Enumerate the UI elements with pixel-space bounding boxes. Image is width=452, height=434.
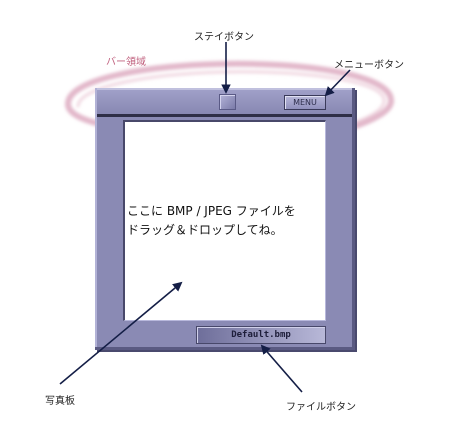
- callout-menu-button: メニューボタン: [334, 60, 404, 71]
- frame-shadow-bottom: [95, 347, 355, 350]
- file-button[interactable]: Default.bmp: [196, 326, 326, 344]
- callout-file-button: ファイルボタン: [286, 402, 356, 413]
- photo-board[interactable]: ここに BMP / JPEG ファイルを ドラッグ＆ドロップしてね。: [123, 120, 326, 321]
- arrow-menu-button: [324, 69, 351, 97]
- stay-button[interactable]: [219, 94, 236, 110]
- arrow-photo-board: [59, 281, 183, 385]
- arrow-file-button: [260, 344, 303, 393]
- callout-bar-area: バー領域: [106, 57, 146, 68]
- frame-shadow-right: [352, 88, 355, 350]
- drop-message-line-1: ここに BMP / JPEG ファイルを: [127, 204, 296, 218]
- frame-highlight-left: [95, 88, 97, 350]
- callout-photo-board: 写真板: [45, 396, 75, 407]
- callout-stay-button: ステイボタン: [194, 32, 254, 43]
- drop-message-line-2: ドラッグ＆ドロップしてね。: [127, 223, 283, 237]
- drop-message: ここに BMP / JPEG ファイルを ドラッグ＆ドロップしてね。: [127, 202, 296, 240]
- menu-button[interactable]: MENU: [284, 95, 326, 110]
- bar-divider: [97, 114, 352, 117]
